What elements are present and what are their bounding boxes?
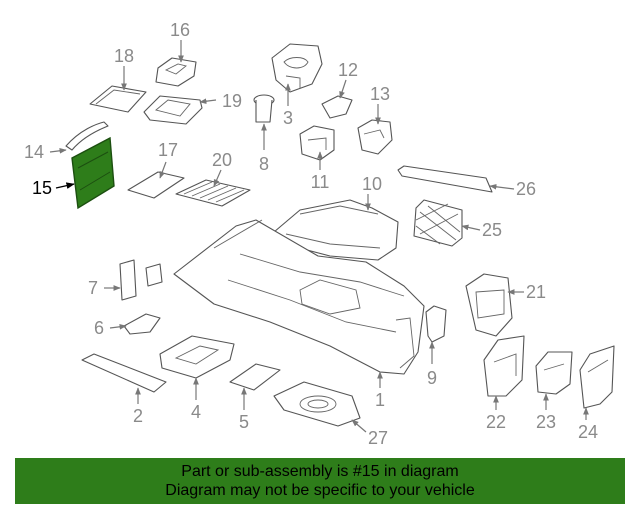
parts-diagram: 16 18 19 3 12 13 8 11 14 15 17 20 10 26 … — [24, 20, 615, 448]
part-7[interactable] — [119, 259, 163, 301]
part-3[interactable] — [271, 43, 323, 93]
part-9[interactable] — [425, 305, 447, 343]
part-22[interactable] — [483, 335, 525, 397]
part-6[interactable] — [123, 313, 161, 335]
callout-7: 7 — [88, 278, 98, 298]
leader-lines — [49, 40, 589, 433]
callout-26: 26 — [516, 179, 536, 199]
part-14[interactable] — [65, 121, 109, 151]
callout-3: 3 — [283, 108, 293, 128]
callout-25: 25 — [482, 220, 502, 240]
callout-16: 16 — [170, 20, 190, 40]
notice-banner: Part or sub-assembly is #15 in diagram D… — [15, 458, 625, 504]
callout-22: 22 — [486, 412, 506, 432]
callout-13: 13 — [370, 84, 390, 104]
callout-2: 2 — [133, 406, 143, 426]
callout-10: 10 — [362, 174, 382, 194]
callout-18: 18 — [114, 46, 134, 66]
callout-11: 11 — [311, 172, 330, 192]
callout-21: 21 — [526, 282, 546, 302]
part-20[interactable] — [175, 179, 251, 207]
callout-8: 8 — [259, 154, 269, 174]
callout-9: 9 — [427, 368, 437, 388]
part-16[interactable] — [155, 57, 197, 87]
callout-5: 5 — [239, 412, 249, 432]
part-15-highlighted[interactable] — [71, 136, 115, 210]
part-10[interactable] — [273, 199, 399, 261]
part-23[interactable] — [535, 351, 573, 395]
callout-19: 19 — [222, 91, 242, 111]
callout-14: 14 — [24, 142, 44, 162]
callout-4: 4 — [191, 402, 201, 422]
notice-line-1: Part or sub-assembly is #15 in diagram — [181, 463, 459, 480]
callout-17: 17 — [158, 140, 178, 160]
part-13[interactable] — [357, 119, 393, 155]
part-12[interactable] — [321, 95, 353, 119]
part-25[interactable] — [413, 199, 463, 247]
part-2[interactable] — [81, 353, 167, 393]
notice-line-2: Diagram may not be specific to your vehi… — [165, 482, 475, 499]
part-1-console[interactable] — [173, 219, 425, 375]
part-27[interactable] — [273, 381, 361, 427]
callout-24: 24 — [578, 422, 598, 442]
part-24[interactable] — [579, 345, 615, 409]
callout-12: 12 — [338, 60, 358, 80]
part-19[interactable] — [143, 95, 203, 125]
callout-6: 6 — [94, 318, 104, 338]
callout-23: 23 — [536, 412, 556, 432]
callout-20: 20 — [212, 150, 232, 170]
part-17[interactable] — [127, 171, 185, 199]
callout-27: 27 — [368, 428, 388, 448]
part-11[interactable] — [299, 125, 335, 161]
part-5[interactable] — [229, 363, 281, 391]
part-21[interactable] — [465, 273, 513, 337]
part-8[interactable] — [253, 94, 275, 123]
part-18[interactable] — [89, 85, 147, 113]
part-4[interactable] — [159, 335, 235, 379]
callout-labels: 16 18 19 3 12 13 8 11 14 15 17 20 10 26 … — [24, 20, 598, 448]
part-26[interactable] — [397, 165, 493, 193]
callout-15-highlighted: 15 — [32, 178, 52, 198]
callout-1: 1 — [375, 390, 385, 410]
